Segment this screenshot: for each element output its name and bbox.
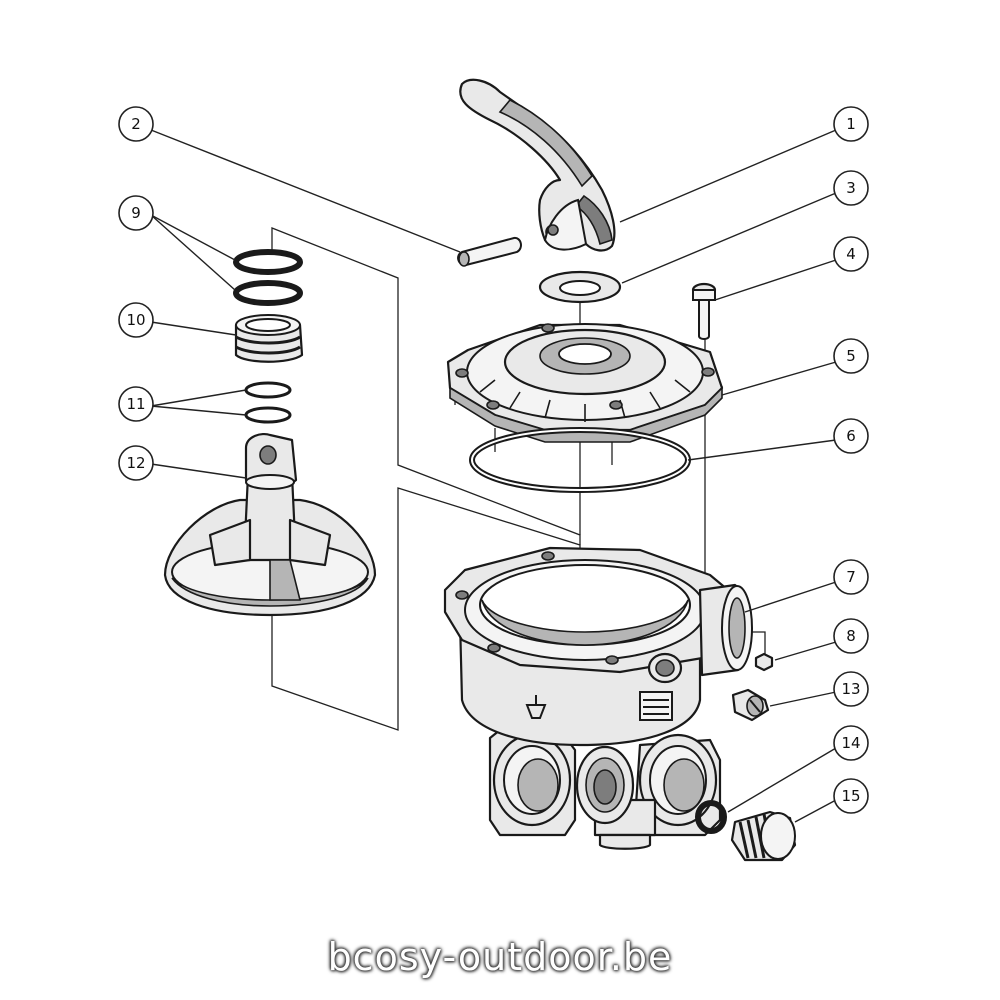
callout-12-label: 12 (126, 454, 145, 472)
valve-body-part (443, 546, 753, 850)
valve-cover-part (446, 323, 724, 465)
callout-11: 11 (118, 386, 154, 422)
callout-2-label: 2 (131, 115, 141, 133)
callout-14: 14 (833, 725, 869, 761)
callout-3-label: 3 (846, 179, 856, 197)
callout-8: 8 (833, 618, 869, 654)
callout-5-label: 5 (846, 347, 856, 365)
spring-seal-part (234, 314, 304, 363)
nut-part (754, 652, 774, 672)
callout-13-label: 13 (841, 680, 860, 698)
callout-15-label: 15 (841, 787, 860, 805)
washer-part (538, 270, 622, 304)
callout-6-label: 6 (846, 427, 856, 445)
watermark-text: bcosy-outdoor.be (327, 935, 673, 979)
drain-plug-part (731, 688, 770, 722)
callout-14-label: 14 (841, 734, 860, 752)
callout-6: 6 (833, 418, 869, 454)
callout-8-label: 8 (846, 627, 856, 645)
callout-10-label: 10 (126, 311, 145, 329)
callout-7-label: 7 (846, 568, 856, 586)
plug-o-ring-part (695, 800, 727, 834)
pin-part (457, 236, 522, 267)
callout-10: 10 (118, 302, 154, 338)
small-o-rings-part (244, 381, 292, 424)
threaded-plug-part (730, 810, 797, 862)
callout-1: 1 (833, 106, 869, 142)
callout-11-label: 11 (126, 395, 145, 413)
screw-part (691, 282, 717, 340)
seal-rings-part (233, 249, 303, 306)
callout-9-label: 9 (131, 204, 141, 222)
callout-4: 4 (833, 236, 869, 272)
callout-9: 9 (118, 195, 154, 231)
callout-12: 12 (118, 445, 154, 481)
callout-1-label: 1 (846, 115, 856, 133)
rotor-part (163, 432, 377, 617)
leader-lines (150, 129, 837, 823)
callout-15: 15 (833, 778, 869, 814)
callout-7: 7 (833, 559, 869, 595)
callout-2: 2 (118, 106, 154, 142)
callout-3: 3 (833, 170, 869, 206)
callout-4-label: 4 (846, 245, 856, 263)
handle-part (459, 78, 616, 252)
callout-5: 5 (833, 338, 869, 374)
callout-13: 13 (833, 671, 869, 707)
